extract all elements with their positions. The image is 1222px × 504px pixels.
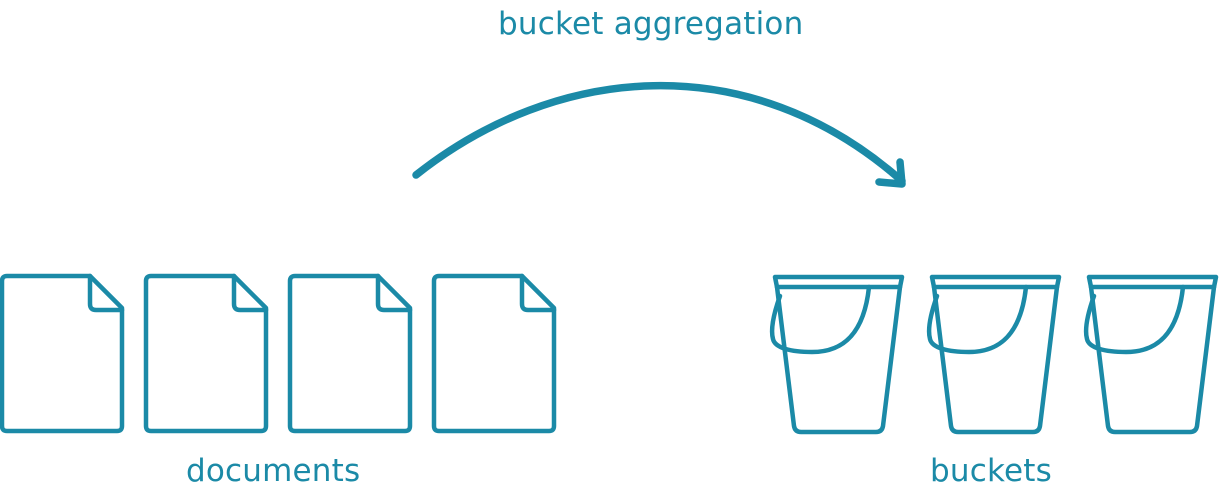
bucket-icon — [926, 274, 1062, 435]
buckets-group — [769, 274, 1219, 435]
buckets-label: buckets — [930, 453, 1052, 489]
documents-group — [0, 273, 557, 434]
bucket-icon — [1083, 274, 1219, 435]
document-icon — [0, 273, 125, 434]
arrowhead-icon — [875, 158, 906, 188]
document-icon — [143, 273, 269, 434]
document-icon — [287, 273, 413, 434]
document-icon — [431, 273, 557, 434]
curved-arrow-icon — [412, 81, 906, 185]
bucket-icon — [769, 274, 905, 435]
documents-label: documents — [186, 453, 361, 489]
aggregation-arrow — [412, 81, 906, 188]
diagram-title: bucket aggregation — [498, 6, 804, 42]
